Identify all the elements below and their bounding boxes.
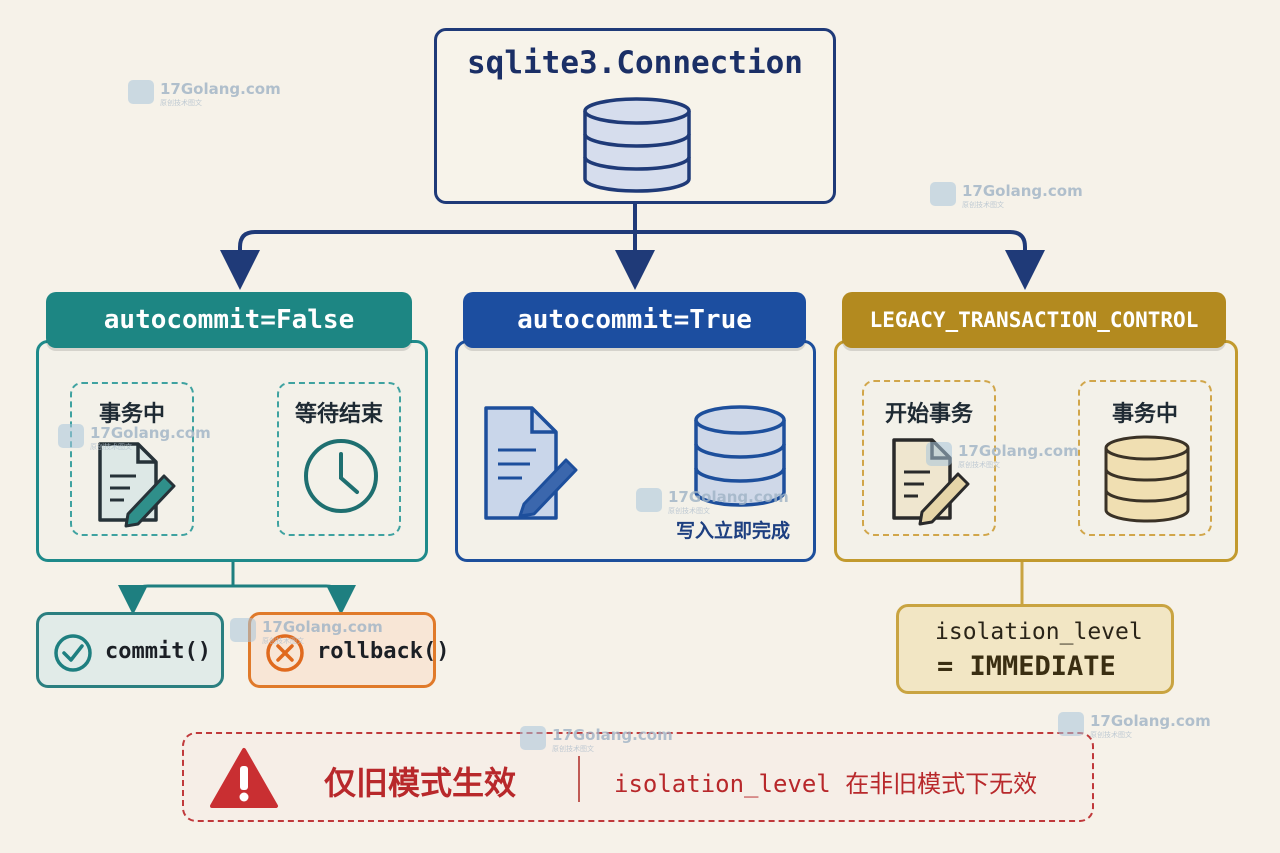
in-transaction-legacy-box: 事务中	[1078, 380, 1212, 536]
watermark-text: 17Golang.com	[958, 442, 1079, 460]
commit-button[interactable]: commit()	[36, 612, 224, 688]
watermark-sub: 原创技术图文	[668, 507, 710, 515]
warning-box: 仅旧模式生效 isolation_level 在非旧模式下无效	[182, 732, 1094, 822]
database-icon	[1104, 435, 1190, 523]
isolation-line2: = IMMEDIATE	[937, 651, 1116, 682]
database-icon	[583, 97, 691, 193]
rollback-label: rollback()	[317, 639, 450, 664]
connector-branch-right	[635, 230, 1045, 290]
autocommit-false-header: autocommit=False	[46, 292, 412, 348]
warning-title: 仅旧模式生效	[324, 764, 517, 802]
warning-triangle-icon	[210, 748, 278, 808]
watermark-logo-icon	[1058, 712, 1084, 736]
in-transaction-label: 事务中	[98, 402, 165, 427]
autocommit-true-header: autocommit=True	[463, 292, 806, 348]
watermark-text: 17Golang.com	[1090, 712, 1211, 730]
watermark-sub: 原创技术图文	[90, 443, 132, 451]
watermark-sub: 原创技术图文	[1090, 731, 1132, 739]
check-circle-icon	[54, 634, 92, 672]
write-complete-caption: 写入立即完成	[676, 520, 791, 542]
watermark-logo-icon	[636, 488, 662, 512]
connection-title: sqlite3.Connection	[467, 45, 803, 81]
connector-branch-left	[220, 230, 635, 290]
database-icon	[694, 405, 786, 507]
begin-transaction-label: 开始事务	[884, 402, 973, 427]
watermark-text: 17Golang.com	[90, 424, 211, 442]
document-pen-icon	[484, 406, 578, 520]
connector-commit	[118, 560, 235, 615]
watermark-text: 17Golang.com	[962, 182, 1083, 200]
watermark-text: 17Golang.com	[262, 618, 383, 636]
connector-rollback	[233, 584, 356, 615]
watermark-sub: 原创技术图文	[262, 637, 304, 645]
watermark-sub: 原创技术图文	[958, 461, 1000, 469]
watermark-text: 17Golang.com	[552, 726, 673, 744]
in-transaction-box: 事务中	[70, 382, 194, 536]
watermark-logo-icon	[520, 726, 546, 750]
commit-label: commit()	[105, 639, 211, 664]
watermark-logo-icon	[230, 618, 256, 642]
watermark-sub: 原创技术图文	[962, 201, 1004, 209]
isolation-line1: isolation_level	[935, 619, 1143, 645]
watermark-logo-icon	[930, 182, 956, 206]
document-pen-icon	[98, 442, 176, 528]
watermark-logo-icon	[926, 442, 952, 466]
watermark-text: 17Golang.com	[668, 488, 789, 506]
waiting-label: 等待结束	[294, 402, 383, 427]
watermark-sub: 原创技术图文	[160, 99, 202, 107]
rollback-button[interactable]: rollback()	[248, 612, 449, 688]
watermark-sub: 原创技术图文	[552, 745, 594, 753]
waiting-box: 等待结束	[277, 382, 401, 536]
x-circle-icon	[266, 634, 304, 672]
clock-icon	[304, 439, 378, 513]
legacy-control-header: LEGACY_TRANSACTION_CONTROL	[842, 292, 1226, 348]
watermark-text: 17Golang.com	[160, 80, 281, 98]
watermark-logo-icon	[58, 424, 84, 448]
connection-box: sqlite3.Connection	[434, 28, 836, 204]
warning-divider	[578, 756, 580, 802]
warning-detail: isolation_level 在非旧模式下无效	[614, 770, 1038, 798]
in-transaction-legacy-label: 事务中	[1111, 402, 1178, 427]
isolation-level-box: isolation_level = IMMEDIATE	[896, 604, 1174, 694]
watermark-logo-icon	[128, 80, 154, 104]
